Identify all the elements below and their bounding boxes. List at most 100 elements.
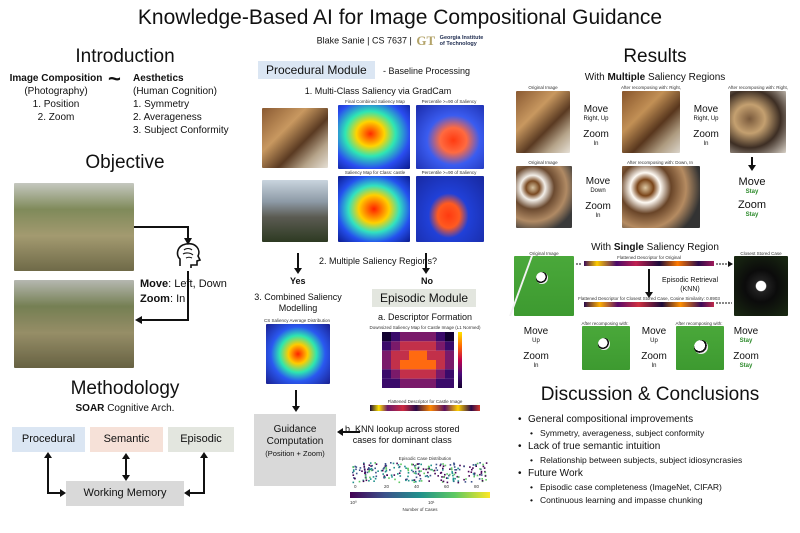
case-dot	[443, 476, 445, 478]
case-dot	[452, 477, 455, 480]
case-dot	[362, 479, 365, 482]
case-dot	[412, 470, 414, 473]
case-dot	[446, 473, 448, 475]
case-dot	[469, 466, 471, 468]
case-dot	[430, 464, 432, 467]
multiple-regions-subtitle: With Multiple Saliency Regions	[584, 72, 726, 83]
baseline-processing-label: - Baseline Processing	[383, 66, 471, 76]
case-dot	[412, 463, 414, 466]
case-dot	[410, 469, 413, 472]
case-dot	[368, 468, 370, 470]
grid-cell	[427, 369, 436, 379]
case-dot	[385, 466, 387, 469]
case-dot	[417, 473, 420, 475]
grid-cell	[418, 360, 427, 370]
grid-cell	[427, 378, 436, 388]
grid-cell	[418, 350, 427, 360]
case-dot	[484, 475, 487, 477]
case-dot	[352, 474, 355, 476]
case-dot	[388, 477, 390, 479]
case-dot	[446, 481, 449, 484]
flat-closest-caption: Flattened Descriptor for Closest Stored …	[578, 296, 720, 301]
grid-cell	[400, 369, 409, 379]
case-dot	[371, 469, 374, 471]
case-dot	[445, 477, 448, 479]
case-dot	[411, 463, 413, 466]
case-dot	[407, 469, 410, 472]
procedural-memory-box: Procedural	[12, 427, 85, 452]
grid-cell	[400, 341, 409, 351]
step2-multiple-regions-label: 2. Multiple Saliency Regions?	[318, 256, 438, 266]
result4-guidance: Move Down Zoom In	[585, 176, 611, 219]
grid-cell	[445, 332, 454, 342]
case-dot	[471, 468, 473, 471]
case-dot	[470, 481, 473, 483]
case-dot	[367, 468, 369, 471]
case-dot	[473, 474, 476, 476]
downsized-saliency-caption: Downsized Saliency Map for Castle Image …	[369, 325, 481, 330]
case-dot	[385, 465, 388, 467]
case-dot	[407, 468, 409, 470]
case-dot	[354, 465, 356, 468]
case-dot	[413, 472, 416, 474]
case-dot	[483, 467, 486, 469]
grid-cell	[418, 369, 427, 379]
case-dot	[362, 480, 365, 483]
soccer-result1-guidance: Move Up Zoom In	[523, 326, 549, 369]
result-coffee-original	[516, 166, 572, 228]
grid-cell	[418, 332, 427, 342]
grid-cell	[400, 378, 409, 388]
case-dot	[482, 463, 484, 466]
grid-cell	[436, 369, 445, 379]
case-dot	[371, 464, 373, 467]
case-dot	[453, 462, 455, 465]
step-b-knn-label: b. KNN lookup across stored cases for do…	[345, 424, 460, 445]
downsized-saliency-grid	[382, 332, 454, 388]
case-dot	[436, 469, 439, 471]
case-dot	[393, 466, 395, 469]
case-dot	[374, 462, 376, 464]
case-dot	[444, 464, 447, 467]
case-dot	[455, 469, 458, 471]
case-dot	[480, 472, 483, 474]
flat-original-caption: Flattened Descriptor for Original	[617, 255, 681, 260]
case-dot	[400, 463, 402, 466]
result-coffee-recomposed	[622, 166, 700, 228]
case-dot	[406, 478, 408, 481]
discussion-subitem: Symmetry, averageness, subject conformit…	[518, 427, 793, 440]
case-dot	[433, 469, 436, 472]
grid-cell	[427, 341, 436, 351]
soccer-ball	[598, 338, 610, 350]
case-dot	[374, 477, 377, 480]
combined-saliency-heatmap	[338, 105, 410, 169]
flattened-descriptor-caption: Flattened Descriptor for Castle Image	[387, 399, 463, 404]
case-dot	[397, 473, 399, 475]
step3-combined-saliency-label: 3. Combined Saliency Modelling	[254, 292, 342, 313]
case-dot	[415, 467, 417, 470]
heatmap-title-4: Percentile >=90 of Saliency	[421, 170, 477, 175]
case-dot	[435, 467, 437, 469]
closest-stored-case-photo	[734, 256, 788, 316]
case-dot	[449, 464, 452, 466]
cs-distribution-caption: CS Saliency Average Distribution	[264, 318, 330, 323]
case-dot	[398, 481, 401, 484]
case-dot	[396, 462, 398, 465]
case-dot	[353, 477, 355, 479]
case-dot	[358, 480, 361, 483]
result-caption-5: After recomposing with: Down, In	[626, 160, 694, 165]
soccer-original-photo	[509, 256, 574, 316]
case-dot	[440, 479, 443, 481]
grid-cell	[436, 378, 445, 388]
case-dot	[352, 466, 355, 469]
case-dot	[453, 473, 456, 476]
case-dot	[454, 471, 457, 474]
case-dot	[364, 469, 366, 471]
case-dot	[373, 480, 375, 482]
case-dot	[472, 473, 475, 475]
case-dot	[472, 467, 474, 469]
case-dot	[440, 463, 442, 466]
castle-photo	[262, 180, 328, 242]
